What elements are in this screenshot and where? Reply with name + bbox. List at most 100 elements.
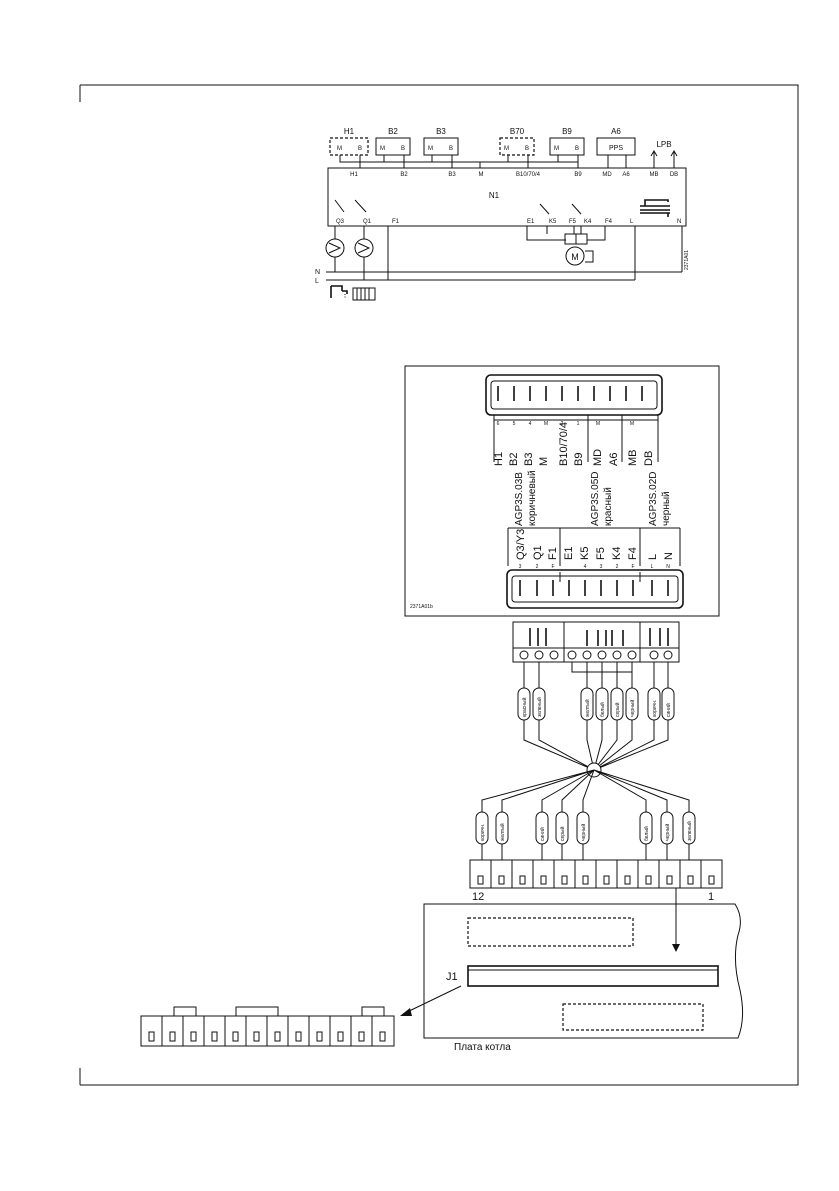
module-section: 6 5 4 M 2 1 M M H1 B2 B3 M B10/70/4 B9 M…: [404, 365, 720, 617]
page-frame: [79, 84, 799, 1086]
sensor-label-b70: B70: [510, 127, 525, 136]
bottom-term-k5: K5: [549, 219, 557, 225]
lower-wire-tag: желтый: [499, 823, 506, 841]
sensor-label-h1: H1: [344, 127, 355, 136]
terminal-block: [512, 621, 680, 663]
bottom-term-q1: Q1: [363, 219, 372, 225]
board-dashed-area-top: [467, 917, 634, 947]
lower-wire-tag: коричн.: [480, 824, 486, 841]
top-term-b10: B10/70/4: [516, 172, 541, 178]
sensor-inner-b: B: [575, 146, 579, 152]
power-bus: [326, 271, 682, 281]
upper-wire-tag: зеленый: [536, 697, 543, 717]
board-connector-j1: [467, 965, 719, 987]
module-label-md: MD: [592, 449, 604, 466]
bottom-pin-num: 2: [536, 564, 539, 570]
module-label-e1: E1: [563, 547, 575, 560]
module-label-n: N: [663, 552, 675, 560]
sensor-box-b9: [549, 137, 585, 156]
schematic-section: H1 B2 B3 B70 B9 A6 PPS M B M B M B M B M…: [315, 127, 690, 301]
sensor-box-b2: [375, 137, 411, 156]
lower-wire-tag: зеленый: [686, 821, 693, 841]
controller-n1-label: N1: [489, 191, 500, 200]
top-pin-num: M: [630, 421, 634, 427]
connector-code-3: AGP3S.02D: [648, 472, 659, 526]
radiator-icon: [352, 287, 376, 301]
bottom-term-e1: E1: [527, 219, 535, 225]
lpb-label: LPB: [656, 140, 671, 149]
module-label-f4: F4: [627, 547, 639, 560]
upper-wires: [523, 662, 669, 771]
board-dashed-area-bottom: [562, 1003, 704, 1031]
upper-wire-tag: белый: [599, 702, 606, 717]
pin-number-start: 12: [472, 891, 484, 903]
bottom-connector: [506, 569, 684, 609]
module-label-q1: Q1: [532, 545, 544, 560]
top-term-md: MD: [602, 172, 612, 178]
sensor-inner-m: M: [554, 146, 559, 152]
lower-wire-tag: белый: [643, 826, 650, 841]
upper-wire-tag: черный: [629, 699, 636, 717]
sensor-label-b3: B3: [436, 127, 446, 136]
module-label-f5: F5: [595, 547, 607, 560]
top-connector: [485, 374, 663, 416]
j1-detail-connector: [140, 1006, 395, 1047]
j1-arrow: [402, 985, 462, 1015]
connector-code-1: AGP3S.03B: [514, 472, 525, 526]
module-label-mb: MB: [627, 450, 639, 467]
module-label-f1: F1: [547, 547, 559, 560]
bottom-pin-num: L: [651, 564, 654, 570]
relay-contacts: [334, 199, 367, 213]
upper-wire-tag: синий: [665, 703, 672, 717]
lower-wire-tag: черный: [664, 823, 671, 841]
board-caption: Плата котла: [454, 1042, 511, 1053]
top-term-a6: A6: [622, 172, 630, 178]
top-term-b2: B2: [400, 172, 408, 178]
boiler-board: [423, 903, 744, 1039]
bottom-pin-num: F: [631, 564, 634, 570]
j1-label: J1: [446, 971, 458, 983]
module-label-k4: K4: [611, 547, 623, 560]
module-label-h1: H1: [493, 452, 505, 466]
hot-water-tap-icon: [330, 285, 348, 298]
bottom-term-f1: F1: [392, 219, 400, 225]
motor-label: M: [571, 252, 579, 262]
bus-l-label: L: [315, 278, 319, 285]
module-label-q3y3: Q3/Y3: [515, 529, 527, 560]
top-term-db: DB: [670, 172, 678, 178]
motor-circle: [565, 246, 585, 266]
bottom-connector-pins: [519, 580, 669, 596]
top-term-b9: B9: [574, 172, 582, 178]
bottom-pin-num: N: [666, 564, 670, 570]
top-pin-num: M: [544, 421, 548, 427]
lower-wire-tag: черный: [580, 823, 587, 841]
harness-connector-slots: [477, 875, 715, 885]
relay-contacts-k: [539, 203, 582, 215]
sensor-box-h1: [329, 137, 369, 156]
sensor-inner-b: B: [449, 146, 453, 152]
module-label-k5: K5: [579, 547, 591, 560]
upper-wire-tag: желтый: [584, 699, 591, 717]
connector-color-3: черный: [661, 491, 672, 526]
bottom-term-q3: Q3: [336, 219, 345, 225]
lower-wire-tag: синий: [539, 827, 546, 841]
terminal-screws: [519, 650, 673, 660]
bottom-pin-num: 4: [584, 564, 587, 570]
sensor-inner-m: M: [337, 146, 342, 152]
upper-wire-tag: серый: [614, 702, 621, 717]
bottom-pin-num: 2: [616, 564, 619, 570]
top-term-h1: H1: [350, 172, 358, 178]
top-term-m: M: [479, 172, 484, 178]
sensor-label-a6: A6: [611, 127, 621, 136]
bottom-pin-num: F: [551, 564, 554, 570]
top-connector-pins: [497, 386, 643, 401]
controller-n1-box: [327, 167, 687, 227]
module-label-b10: B10/70/4: [558, 422, 570, 466]
connector-color-2: красный: [603, 487, 614, 526]
module-frame: [404, 365, 720, 617]
sensor-inner-b: B: [525, 146, 529, 152]
sensor-box-b3: [423, 137, 459, 156]
bus-n-label: N: [315, 269, 320, 276]
bottom-term-f5: F5: [569, 219, 577, 225]
top-pin-num: 4: [529, 421, 532, 427]
